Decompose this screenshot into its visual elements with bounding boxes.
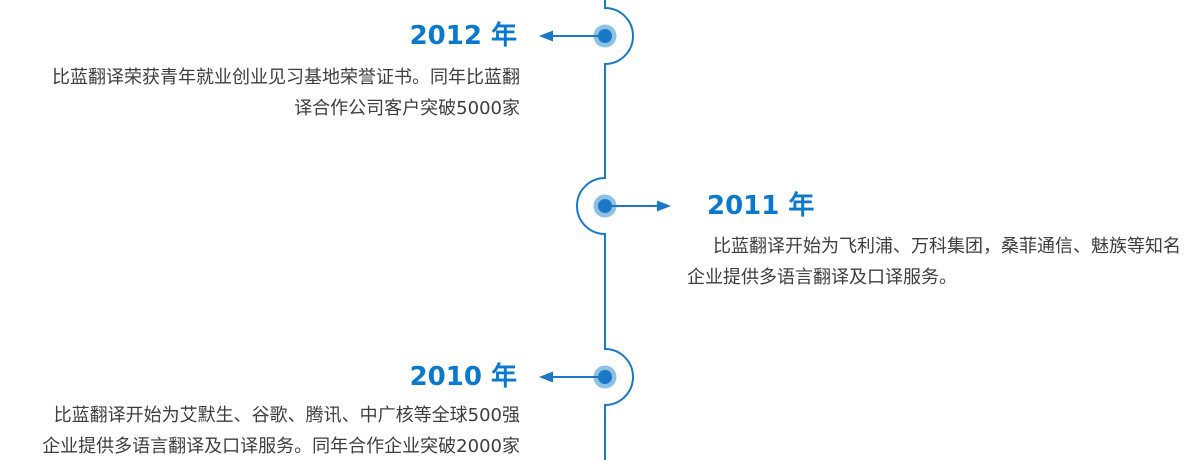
timeline-description-2010: 比蓝翻译开始为艾默生、谷歌、腾讯、中广核等全球500强 企业提供多语言翻译及口译…	[42, 405, 520, 457]
arrow-left-icon	[539, 371, 553, 383]
timeline-node-2011	[593, 194, 671, 218]
timeline-node-2012	[539, 24, 617, 48]
node-dot	[598, 370, 612, 384]
arrow-right-icon	[657, 200, 671, 212]
timeline-year-2011: 2011 年	[707, 191, 815, 221]
timeline-year-2012: 2012 年	[409, 21, 517, 51]
timeline-line	[576, 0, 634, 460]
timeline-description-2011: 比蓝翻译开始为飞利浦、万科集团，桑菲通信、魅族等知名 企业提供多语言翻译及口译服…	[687, 236, 1181, 288]
node-dot	[598, 199, 612, 213]
arrow-left-icon	[539, 30, 553, 42]
timeline-node-2010	[539, 365, 617, 389]
node-dot	[598, 29, 612, 43]
timeline-description-2012: 比蓝翻译荣获青年就业创业见习基地荣誉证书。同年比蓝翻 译合作公司客户突破5000…	[52, 67, 520, 119]
timeline-year-2010: 2010 年	[409, 362, 517, 392]
